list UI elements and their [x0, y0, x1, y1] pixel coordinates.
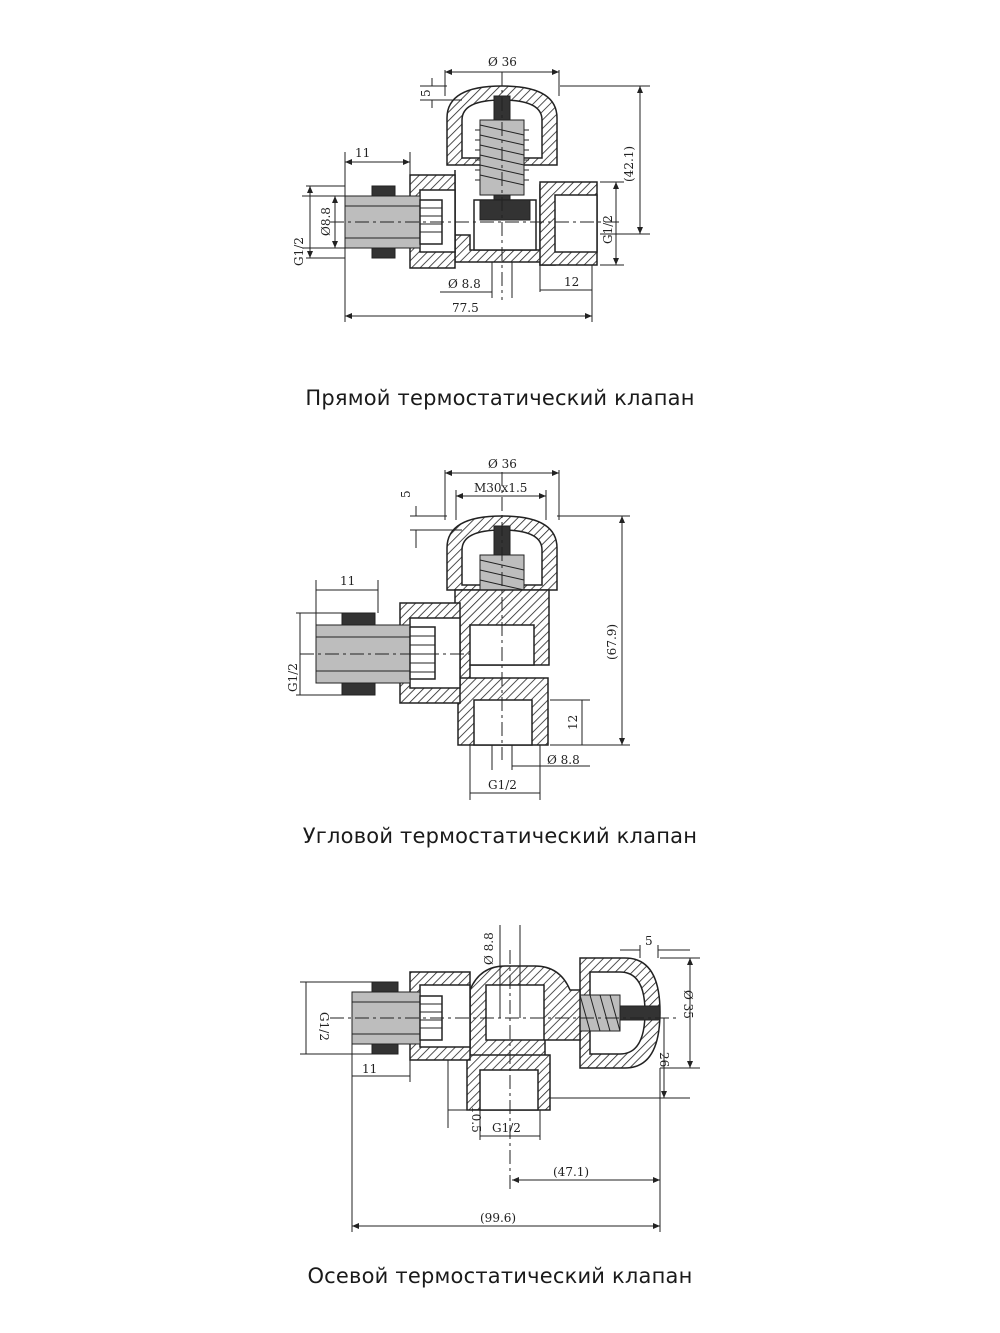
dim-diameter-36: Ø 36 [488, 457, 517, 471]
dim-g-1-2-bottom: G1/2 [488, 778, 517, 792]
dim-diameter-8-8: Ø 8.8 [482, 932, 496, 965]
dim-g-1-2-right: G1/2 [601, 215, 615, 244]
caption-angle-valve: Угловой термостатический клапан [302, 824, 698, 848]
dim-diameter-36: Ø 36 [488, 55, 517, 69]
dim-5: 5 [419, 89, 433, 97]
dim-99-6: (99.6) [480, 1211, 516, 1225]
dim-12: 12 [566, 715, 580, 730]
dim-g-1-2-left: G1/2 [317, 1012, 331, 1041]
dim-67-9: (67.9) [605, 624, 619, 660]
dim-47-1: (47.1) [553, 1165, 589, 1179]
dim-42-1: (42.1) [622, 146, 636, 182]
caption-straight-valve: Прямой термостатический клапан [305, 386, 695, 410]
dim-g-1-2-left: G1/2 [286, 663, 300, 692]
dim-11: 11 [362, 1062, 377, 1076]
dim-g-1-2-left: G1/2 [292, 237, 306, 266]
dim-diameter-8-8: Ø8.8 [319, 207, 333, 236]
dim-12: 12 [564, 275, 579, 289]
axial-valve-drawing [300, 925, 700, 1232]
dim-m30x1-5: M30x1.5 [474, 481, 527, 495]
dim-5: 5 [645, 934, 653, 948]
dim-diameter-8-8-bottom: Ø 8.8 [448, 277, 481, 291]
angle-valve-drawing [296, 470, 630, 800]
dim-5: 5 [399, 490, 413, 498]
dim-26: 26 [657, 1052, 671, 1067]
dim-10-5: 10.5 [469, 1106, 483, 1133]
dim-11: 11 [340, 574, 355, 588]
dim-g-1-2-bottom: G1/2 [492, 1121, 521, 1135]
dim-diameter-8-8: Ø 8.8 [547, 753, 580, 767]
dim-77-5: 77.5 [452, 301, 479, 315]
caption-axial-valve: Осевой термостатический клапан [307, 1264, 693, 1288]
dim-11: 11 [355, 146, 370, 160]
straight-valve-drawing [302, 69, 650, 322]
dim-diameter-35: Ø 35 [681, 990, 695, 1019]
